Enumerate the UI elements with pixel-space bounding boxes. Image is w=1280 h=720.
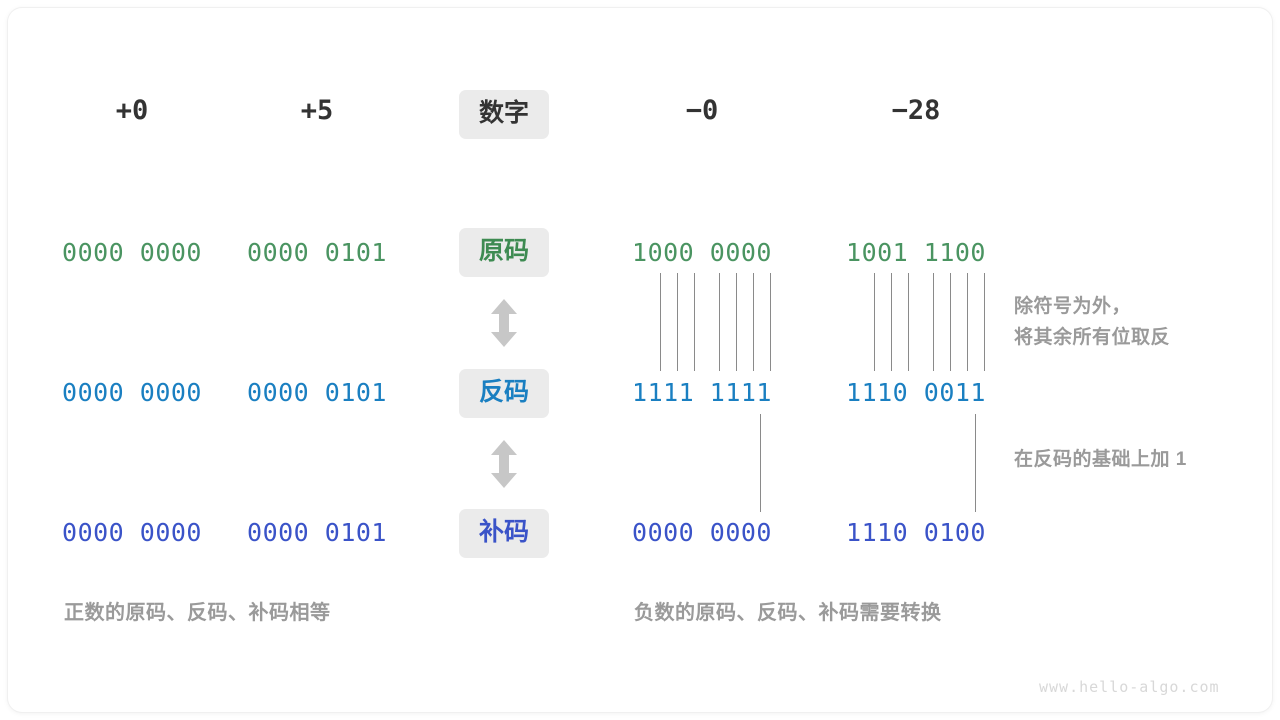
bits-ones-complement-pos-five: 0000 0101 [247,378,387,407]
connector-line [770,273,771,371]
double-arrow-vertical-icon-2 [484,438,524,495]
bits-sign-magnitude-neg-zero: 1000 0000 [632,238,772,267]
double-arrow-vertical-icon [484,297,524,354]
header-neg-zero: −0 [685,95,719,126]
connector-line [874,273,875,371]
bits-ones-complement-pos-zero: 0000 0000 [62,378,202,407]
header-pos-zero: +0 [115,95,149,126]
header-pos-five: +5 [300,95,334,126]
watermark: www.hello-algo.com [1039,678,1220,696]
badge-number: 数字 [458,90,550,139]
bits-twos-complement-pos-five: 0000 0101 [247,518,387,547]
connector-line [975,414,976,512]
connector-line [950,273,951,371]
connector-line [984,273,985,371]
bits-twos-complement-neg-28: 1110 0100 [846,518,986,547]
bits-ones-complement-neg-28: 1110 0011 [846,378,986,407]
connector-line [736,273,737,371]
note-invert-bits: 除符号为外， 将其余所有位取反 [1014,296,1171,348]
bits-sign-magnitude-neg-28: 1001 1100 [846,238,986,267]
connector-line [891,273,892,371]
badge-ones-complement: 反码 [458,369,550,418]
caption-positive: 正数的原码、反码、补码相等 [64,602,331,624]
header-neg-28: −28 [891,95,941,126]
bits-sign-magnitude-pos-zero: 0000 0000 [62,238,202,267]
badge-sign-magnitude: 原码 [458,228,550,277]
connector-line [933,273,934,371]
connector-line [719,273,720,371]
connector-line [677,273,678,371]
connector-line [694,273,695,371]
figure-frame: +0 +5 数字 −0 −28 0000 0000 0000 0101 原码 1… [8,8,1272,712]
bits-ones-complement-neg-zero: 1111 1111 [632,378,772,407]
bits-twos-complement-neg-zero: 0000 0000 [632,518,772,547]
connector-line [967,273,968,371]
badge-twos-complement: 补码 [458,509,550,558]
caption-negative: 负数的原码、反码、补码需要转换 [634,602,942,624]
connector-line [760,414,761,512]
connector-line [908,273,909,371]
note-add-one: 在反码的基础上加 1 [1014,449,1187,470]
bits-sign-magnitude-pos-five: 0000 0101 [247,238,387,267]
connector-line [660,273,661,371]
connector-line [753,273,754,371]
bits-twos-complement-pos-zero: 0000 0000 [62,518,202,547]
